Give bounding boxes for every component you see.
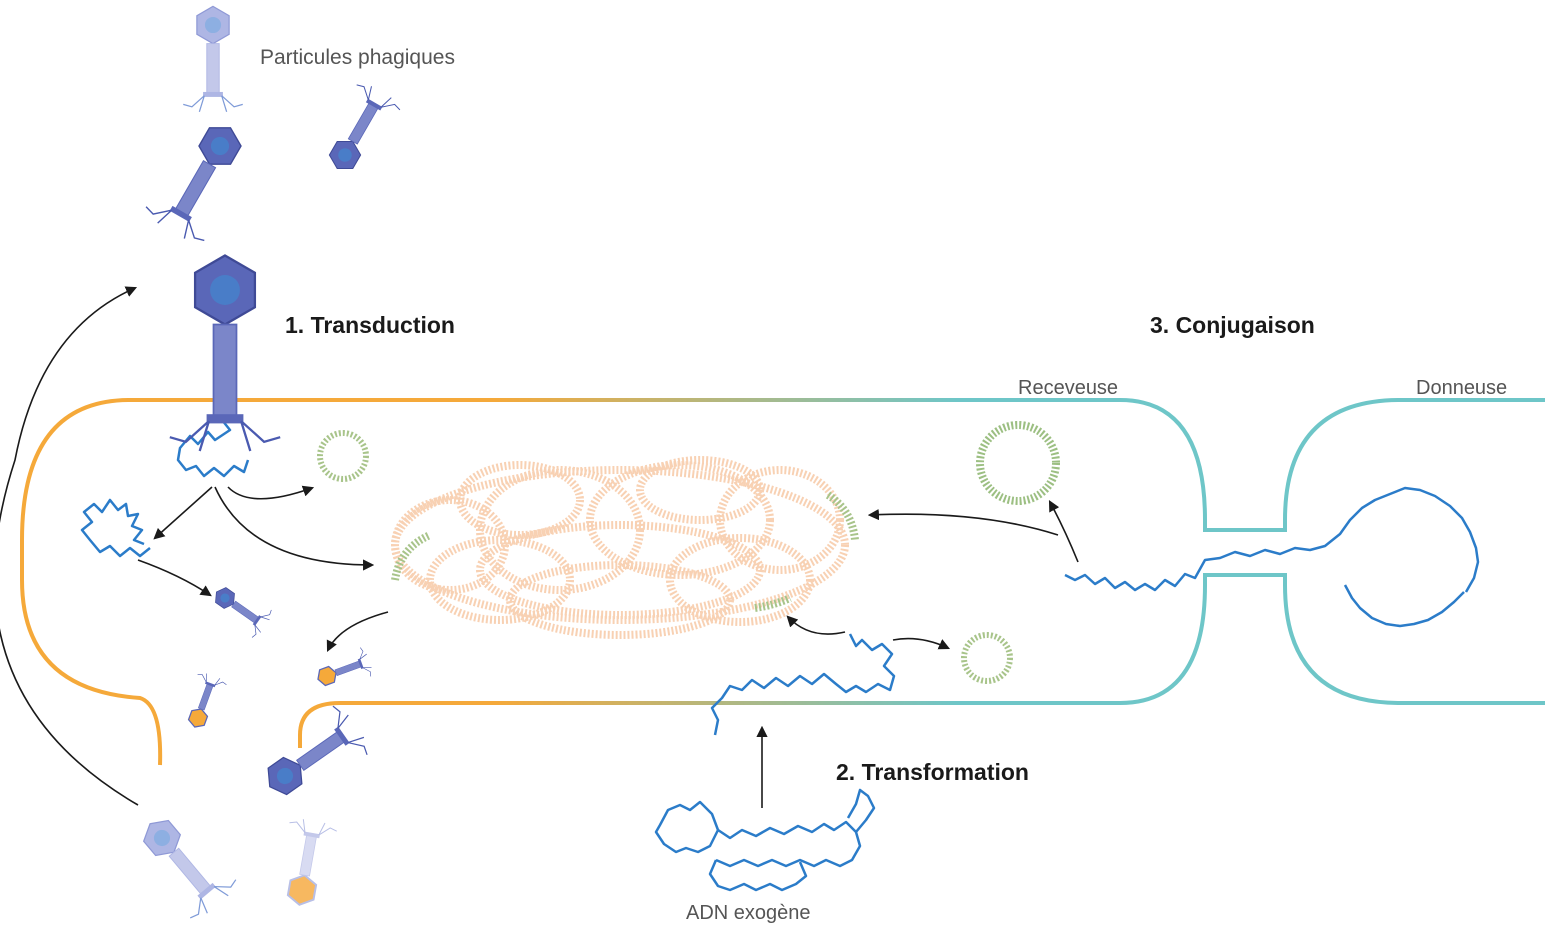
label-transformation: 2. Transformation xyxy=(836,759,1029,785)
svg-text:2. Transformation: 2. Transformation xyxy=(836,759,1029,785)
label-donor: Donneuse xyxy=(1416,377,1507,399)
chromosome-inserted-segments xyxy=(391,491,859,612)
label-phage-particles: Particules phagiques xyxy=(260,46,455,69)
svg-text:1. Transduction: 1. Transduction xyxy=(285,312,455,338)
recipient-cell-membrane xyxy=(20,398,1120,766)
label-conjugation: 3. Conjugaison xyxy=(1150,312,1315,338)
label-exogenous-dna: ADN exogène xyxy=(686,902,811,924)
plasmid-icon xyxy=(317,430,1013,684)
label-recipient: Receveuse xyxy=(1018,377,1118,399)
svg-text:Receveuse: Receveuse xyxy=(1018,377,1118,399)
svg-text:Donneuse: Donneuse xyxy=(1416,377,1507,399)
svg-text:Particules phagiques: Particules phagiques xyxy=(260,46,455,69)
arrow-icon xyxy=(0,286,1079,808)
svg-text:3. Conjugaison: 3. Conjugaison xyxy=(1150,312,1315,338)
donor-cell-membrane xyxy=(1119,398,1545,705)
plasmid-icon xyxy=(976,421,1060,505)
dna-strand-icon xyxy=(80,329,1480,892)
label-transduction: 1. Transduction xyxy=(285,312,455,338)
phage-icon xyxy=(126,5,404,925)
chromosome-icon xyxy=(391,456,849,639)
svg-text:ADN exogène: ADN exogène xyxy=(686,902,811,924)
